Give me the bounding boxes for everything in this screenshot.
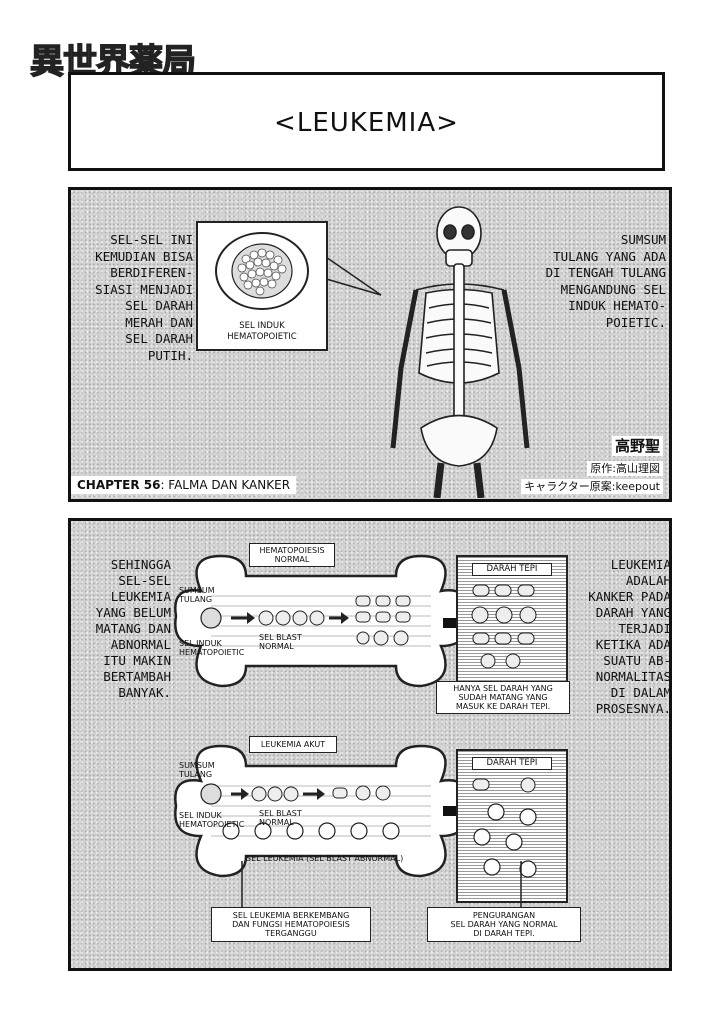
leukemia-blood-cells [472,777,537,878]
character-credit: キャラクター原案:keepout [521,478,663,494]
leukemia-peripheral-blood: DARAH TEPI [456,749,568,903]
leukemia-header: LEUKEMIA AKUT [249,736,337,753]
leukemia-bone-diagram [174,744,468,878]
normal-blood-label: DARAH TEPI [472,563,552,576]
leukemia-blood-label: DARAH TEPI [472,757,552,770]
skeleton-illustration [390,206,530,498]
leukemia-cell-label: SEL LEUKEMIA (SEL BLAST ABNORMAL) [246,854,404,863]
author-credit: 高野聖 [611,435,663,456]
normal-bone-diagram [174,554,468,688]
normal-peripheral-blood: DARAH TEPI [456,555,568,694]
pointer-line [322,254,382,296]
note-leader-lines [241,861,522,909]
page-title: <LEUKEMIA> [274,108,459,138]
normal-blood-cells [471,584,537,669]
stem-cell-label-1: SEL INDUK [239,321,285,331]
chapter-title: CHAPTER 56: FALMA DAN KANKER [71,476,297,494]
original-credit: 原作:高山理図 [587,460,663,476]
title-box: <LEUKEMIA> [68,72,665,171]
stem-cell-drawing [215,232,309,310]
stem-cell-label-2: HEMATOPOIETIC [227,332,297,342]
stem-cell-inset: SEL INDUK HEMATOPOIETIC [196,221,328,351]
